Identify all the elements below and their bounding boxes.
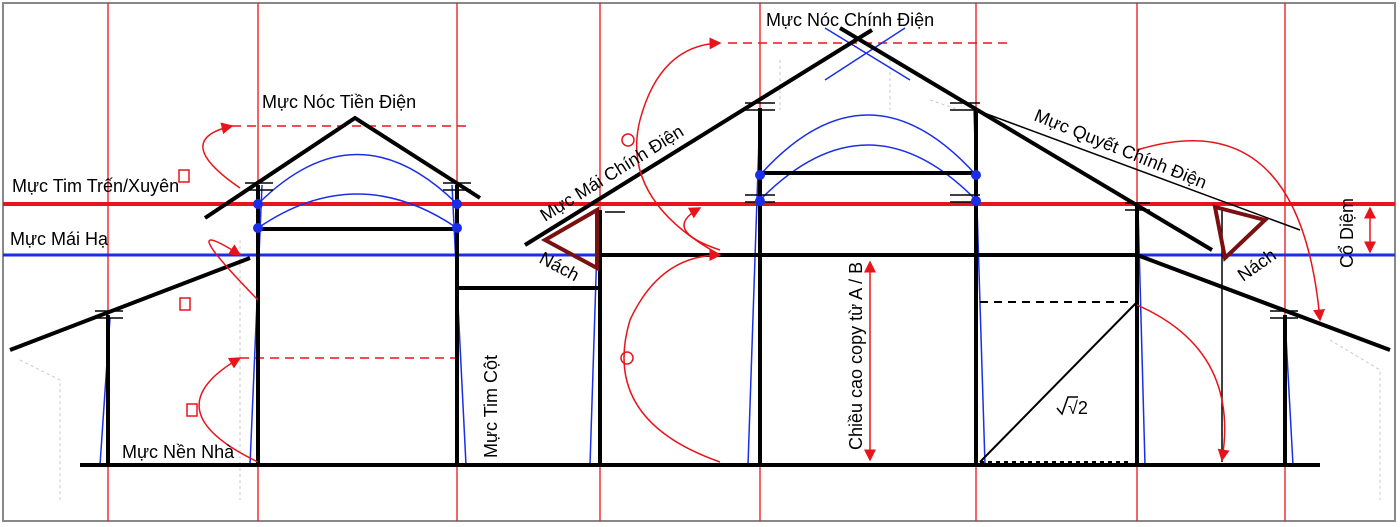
red-arrows — [178, 37, 1376, 463]
label-co-diem: Cổ Diệm — [1337, 198, 1357, 268]
background-sketch — [19, 60, 1381, 500]
joint-dots — [253, 170, 981, 233]
label-sqrt2: √2 — [1068, 398, 1088, 418]
nach-triangles — [540, 204, 1269, 272]
red-grid-lines — [107, 3, 1286, 521]
label-lower-roof: Mực Mái Hạ — [10, 229, 109, 249]
label-copy-height: Chiều cao copy từ A / B — [846, 262, 866, 450]
label-nach-right: Nách — [1234, 245, 1280, 285]
label-floor: Mực Nền Nhà — [122, 442, 235, 462]
label-main-ridge: Mực Nóc Chính Điện — [766, 10, 934, 30]
black-structure — [9, 26, 1391, 467]
label-column-axis: Mực Tim Cột — [481, 355, 501, 458]
label-nach-left: Nách — [536, 248, 583, 285]
label-main-rafter: Mực Quyết Chính Điện — [1032, 105, 1210, 193]
dashed-levels — [232, 42, 1010, 359]
black-details — [95, 102, 1301, 463]
label-front-ridge: Mực Nóc Tiền Điện — [262, 92, 416, 112]
label-main-roof: Mực Mái Chính Điện — [537, 121, 688, 225]
label-tie-beam: Mực Tim Trến/Xuyên — [12, 176, 179, 196]
